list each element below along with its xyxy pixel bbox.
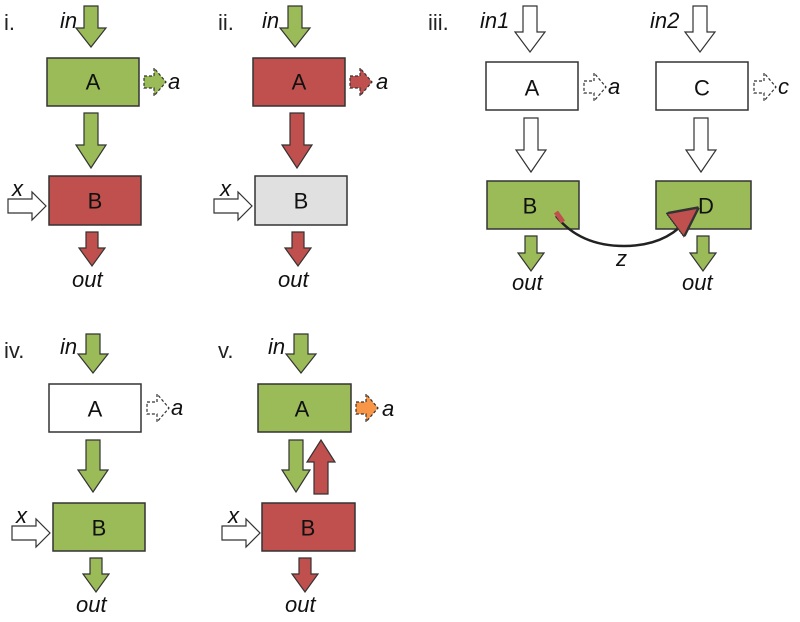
panel-iv-box-b-label: B: [92, 516, 107, 541]
panel-ii-a-arrow: [349, 66, 373, 98]
panel-v-x-label: x: [227, 503, 240, 528]
panel-i-in-arrow: [74, 5, 108, 48]
panel-ii: ii. in A a x B out: [213, 5, 388, 292]
panel-iii-z-link-head: [682, 211, 694, 220]
panel-v-box-b: [261, 502, 356, 552]
panel-ii-out-arrow: [283, 231, 313, 268]
panel-iii-a-label: a: [608, 74, 620, 99]
panel-iv-box-a: [48, 383, 142, 433]
panel-iii-label: iii.: [428, 10, 449, 35]
panel-iii-c-label: c: [778, 74, 789, 99]
panel-v: v. in A a x B out: [218, 333, 394, 617]
panel-i-out-arrow: [77, 231, 107, 268]
panel-v-a-arrow: [355, 392, 379, 424]
panel-v-ab-arrow: [280, 439, 312, 494]
panel-iv-box-b: [52, 502, 146, 552]
panel-i-box-b: [48, 175, 142, 226]
panel-v-box-a: [257, 383, 352, 433]
panel-ii-x-arrow: [213, 190, 253, 222]
panel-i-box-a: [46, 57, 140, 107]
panel-i-label: i.: [4, 10, 15, 35]
panel-iii-box-b: [486, 180, 580, 230]
panel-iii-box-a: [485, 61, 579, 111]
panel-i-box-b-label: B: [88, 189, 103, 214]
panel-ii-in-arrow: [278, 5, 312, 48]
panel-iv-in-arrow: [76, 333, 110, 374]
panel-iii-z-label: z: [615, 246, 627, 271]
panel-ii-out-label: out: [278, 267, 309, 292]
panel-i-in-label: in: [60, 8, 77, 33]
panel-iii-ab-arrow: [514, 117, 548, 174]
panel-iv-in-label: in: [60, 334, 77, 359]
panel-iii-in1-arrow: [513, 5, 547, 53]
panel-iii-out-left-label: out: [512, 270, 543, 295]
panel-v-out-label: out: [285, 592, 316, 617]
panel-iii-box-c-label: C: [694, 76, 710, 101]
panel-iv-label: iv.: [4, 338, 24, 363]
panel-v-ba-arrow: [305, 438, 337, 495]
panel-i-a-arrow: [143, 66, 167, 98]
panel-iii-box-c: [655, 61, 749, 111]
panel-iii-box-a-label: A: [525, 76, 540, 101]
panel-ii-box-a-label: A: [292, 70, 307, 95]
panel-iv-out-label: out: [76, 592, 107, 617]
panel-v-box-b-label: B: [301, 516, 316, 541]
panel-ii-label: ii.: [218, 10, 234, 35]
panel-i-out-label: out: [72, 267, 103, 292]
panel-iii-in1-label: in1: [480, 8, 509, 33]
panel-v-in-arrow: [284, 333, 318, 374]
panel-ii-box-b-label: B: [294, 189, 309, 214]
panel-ii-x-label: x: [219, 176, 232, 201]
panel-i-x-label: x: [11, 176, 24, 201]
panel-ii-ab-arrow: [280, 112, 314, 170]
panel-iii-box-b-label: B: [523, 194, 538, 219]
panel-ii-box-b: [254, 175, 348, 226]
panel-iv-box-a-label: A: [88, 397, 103, 422]
panel-i-ab-arrow: [74, 112, 108, 170]
panel-iii-in2-arrow: [683, 5, 717, 53]
panel-i-box-a-label: A: [86, 70, 101, 95]
panel-v-x-arrow: [221, 517, 261, 549]
panel-iv-x-arrow: [11, 517, 51, 549]
panel-iii-box-d-label: D: [698, 194, 714, 219]
panel-iii-a-arrow: [583, 71, 607, 103]
panel-i: i. in A a x B out: [4, 5, 180, 292]
panel-v-box-a-label: A: [295, 397, 310, 422]
panel-iii-z-link-tail: [553, 210, 566, 224]
panel-iii-cd-arrow: [684, 117, 718, 174]
panel-iii-out-left-arrow: [516, 235, 546, 273]
panel-iii: iii. in1 A a B out in2 C c D out z: [428, 5, 789, 295]
panel-v-out-arrow: [290, 557, 320, 594]
panel-iv-x-label: x: [15, 503, 28, 528]
panel-v-in-label: in: [268, 334, 285, 359]
panel-i-x-arrow: [7, 190, 47, 222]
panel-ii-box-a: [252, 57, 346, 107]
panel-iii-out-right-arrow: [688, 235, 718, 273]
panel-iv-a-arrow: [146, 392, 170, 424]
panel-iv-out-arrow: [81, 557, 111, 594]
panel-iv-a-label: a: [171, 395, 183, 420]
panel-v-a-label: a: [382, 396, 394, 421]
panel-ii-in-label: in: [262, 8, 279, 33]
panel-iii-in2-label: in2: [650, 8, 679, 33]
panel-iv: iv. in A a x B out: [4, 333, 183, 617]
panel-i-a-label: a: [168, 69, 180, 94]
panel-iii-c-arrow: [753, 71, 777, 103]
panel-iv-ab-arrow: [76, 439, 110, 494]
panel-iii-out-right-label: out: [682, 270, 713, 295]
panel-v-label: v.: [218, 338, 233, 363]
panel-ii-a-label: a: [376, 69, 388, 94]
